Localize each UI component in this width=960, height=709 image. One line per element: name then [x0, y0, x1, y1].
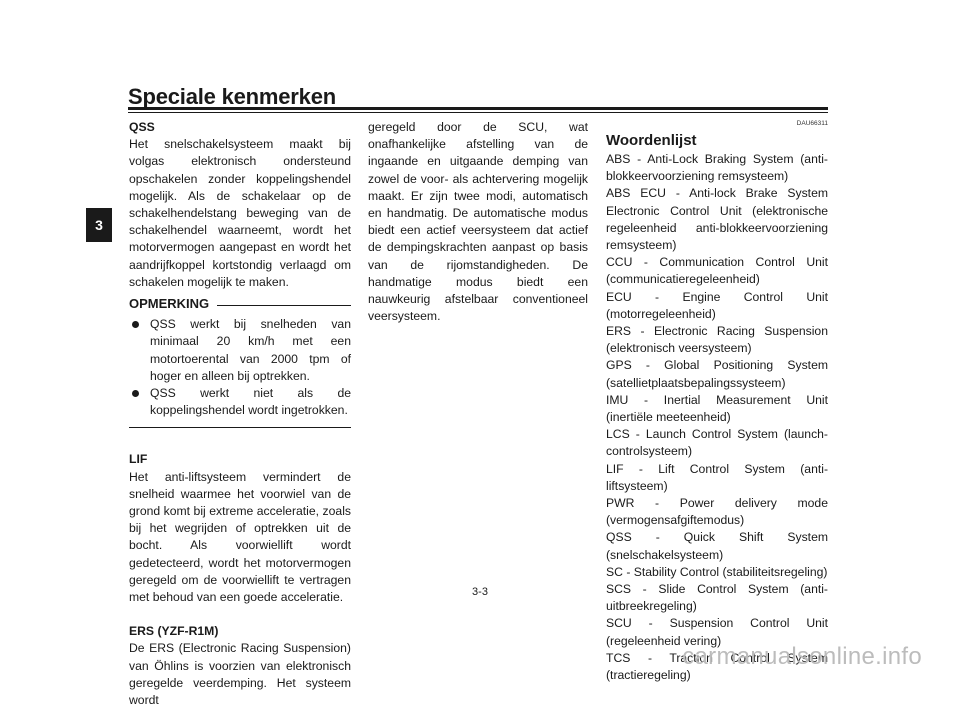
glossary-item: GPS - Global Positioning System (satelli…: [606, 358, 828, 390]
glossary-title: Woordenlijst: [606, 132, 697, 149]
note-box-title: OPMERKING: [129, 295, 351, 312]
note-item: QSS werkt niet als de koppelingshendel w…: [132, 385, 351, 419]
column-left: QSS Het snelschakelsysteem maakt bij vol…: [129, 119, 351, 709]
header-rule: [128, 107, 828, 110]
glossary-item: LIF - Lift Control System (anti-liftsyst…: [606, 461, 828, 493]
column-right: DAU66311 Woordenlijst ABS - Anti-Lock Br…: [606, 119, 828, 684]
glossary-item: ABS - Anti-Lock Braking System (anti-blo…: [606, 152, 828, 184]
section-body-ers-part1: De ERS (Electronic Racing Suspension) va…: [129, 641, 351, 708]
page-number: 3-3: [472, 586, 488, 598]
note-title-text: OPMERKING: [129, 296, 210, 312]
section-heading-lif: LIF: [129, 452, 148, 467]
glossary-list: ABS - Anti-Lock Braking System (anti-blo…: [606, 151, 828, 684]
column-middle: geregeld door de SCU, wat onafhankelijke…: [368, 119, 588, 325]
section-body-ers-part2: geregeld door de SCU, wat onafhankelijke…: [368, 120, 588, 324]
glossary-item: IMU - Inertial Measurement Unit (inertië…: [606, 392, 828, 425]
glossary-item: QSS - Quick Shift System (snelschakelsys…: [606, 530, 828, 562]
glossary-item: LCS - Launch Control System (launch-cont…: [606, 427, 828, 459]
section-heading-qss: QSS: [129, 120, 155, 134]
page-title: Speciale kenmerken: [128, 84, 336, 109]
glossary-item: SCS - Slide Control System (anti-uitbree…: [606, 582, 828, 614]
note-item: QSS werkt bij snelheden van minimaal 20 …: [132, 316, 351, 385]
section-body-qss: Het snelschakelsysteem maakt bij volgas …: [129, 137, 351, 289]
glossary-item: PWR - Power delivery mode (vermogensafgi…: [606, 496, 828, 528]
section-heading-ers: ERS (YZF-R1M): [129, 624, 219, 639]
note-item-text: QSS werkt niet als de koppelingshendel w…: [150, 386, 351, 418]
bullet-icon: [132, 321, 139, 329]
note-divider: [129, 427, 351, 429]
glossary-item: SCU - Suspension Control Unit (regeleenh…: [606, 616, 828, 648]
watermark: carmanualsonline.info: [682, 643, 922, 670]
header-rule-thin: [128, 112, 828, 113]
glossary-item: CCU - Communication Control Unit (commun…: [606, 255, 828, 287]
glossary-item: ABS ECU - Anti-lock Brake System Electro…: [606, 186, 828, 253]
section-body-lif: Het anti-liftsysteem vermindert de snelh…: [129, 469, 351, 605]
note-list: QSS werkt bij snelheden van minimaal 20 …: [129, 316, 351, 419]
chapter-tab: 3: [86, 208, 112, 242]
glossary-item: SC - Stability Control (stabiliteitsrege…: [606, 564, 828, 579]
glossary-item: ECU - Engine Control Unit (motorregeleen…: [606, 289, 828, 321]
reference-code: DAU66311: [796, 120, 828, 127]
note-item-text: QSS werkt bij snelheden van minimaal 20 …: [150, 317, 351, 383]
glossary-item: ERS - Electronic Racing Suspension (elek…: [606, 324, 828, 356]
bullet-icon: [132, 390, 139, 398]
